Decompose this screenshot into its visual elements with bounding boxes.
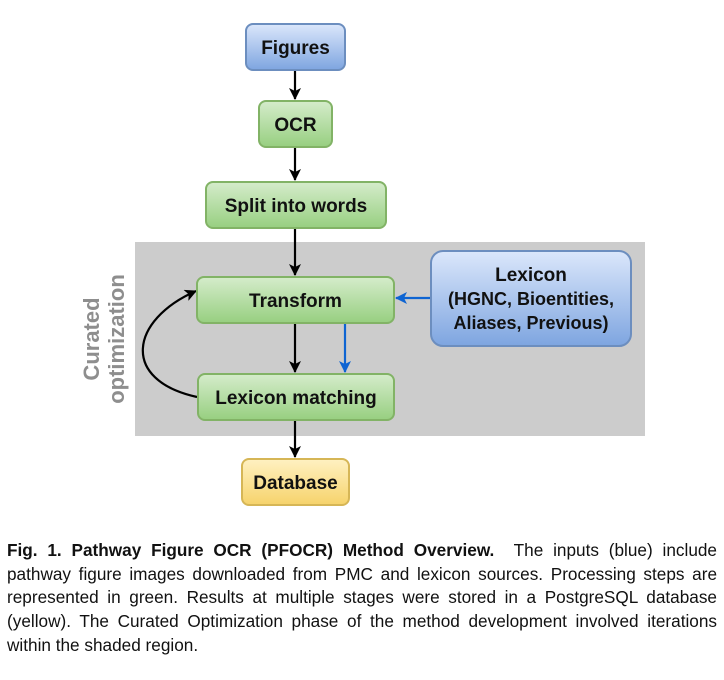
edges [141,71,430,458]
ocr-label: OCR [274,115,317,136]
caption-body: The inputs (blue) include pathway figure… [7,540,717,655]
edge-matching-transform-loop [141,289,198,399]
transform-box [196,276,395,324]
region-label-line-2: optimization [104,274,129,404]
lexicon-label-line-1: Lexicon [495,265,567,286]
lexicon-matching-label: Lexicon matching [215,388,377,409]
node-database: Database [241,458,350,506]
lexicon-label-line-2: (HGNC, Bioentities, [448,289,614,309]
figures-box [245,23,346,71]
node-figures: Figures [245,23,346,71]
node-transform: Transform [196,276,395,324]
region-label-line-1: Curated [79,297,104,380]
ocr-box [258,100,333,148]
split-label: Split into words [225,196,368,217]
node-split: Split into words [205,181,387,229]
node-ocr: OCR [258,100,333,148]
figure-caption: Fig. 1. Pathway Figure OCR (PFOCR) Metho… [7,539,717,658]
caption-title: Fig. 1. Pathway Figure OCR (PFOCR) Metho… [7,540,495,560]
lexicon-box [430,250,632,347]
node-lexicon-matching: Lexicon matching [197,373,395,421]
lexicon-matching-box [197,373,395,421]
figures-label: Figures [261,38,330,59]
node-lexicon: Lexicon (HGNC, Bioentities, Aliases, Pre… [430,250,632,347]
database-box [241,458,350,506]
transform-label: Transform [249,291,342,312]
lexicon-label-line-3: Aliases, Previous) [453,313,608,333]
database-label: Database [253,473,338,494]
split-box [205,181,387,229]
pfocr-flow-diagram: Curated optimization Figures OCR Split i… [79,23,645,506]
